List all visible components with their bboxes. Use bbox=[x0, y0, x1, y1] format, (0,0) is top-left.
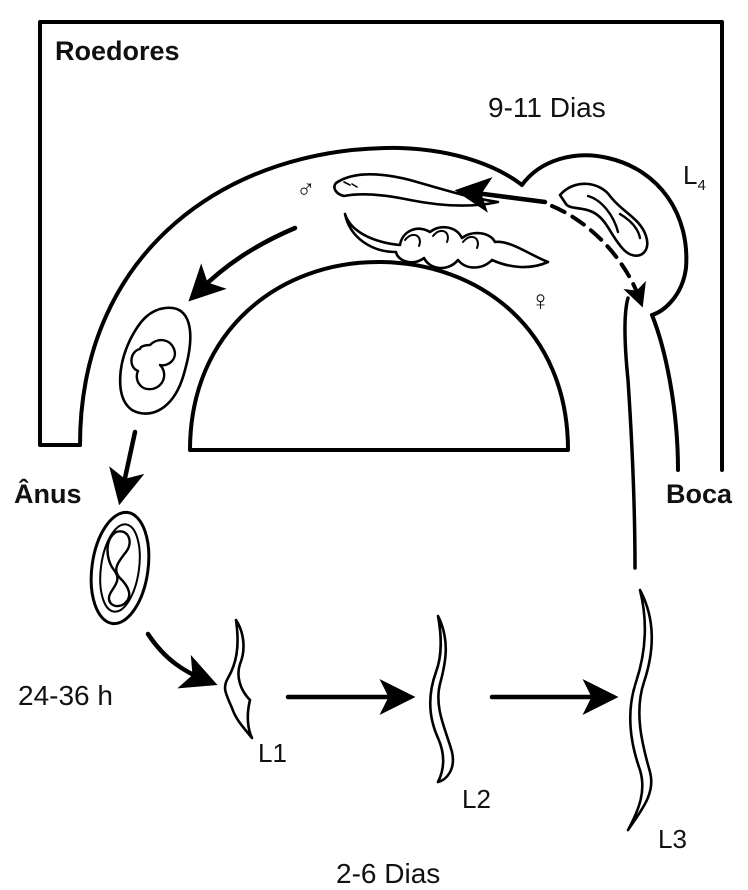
egg-in-intestine bbox=[120, 308, 190, 414]
intestine-inner-wall bbox=[190, 262, 568, 450]
adult-time-label: 9-11 Dias bbox=[488, 92, 606, 123]
mouth-label: Boca bbox=[666, 479, 733, 509]
anus-label: Ânus bbox=[14, 478, 82, 509]
male-worm bbox=[334, 174, 498, 205]
l2-larva bbox=[430, 616, 453, 782]
arrow-adult-to-egg bbox=[198, 228, 295, 292]
adult-worms bbox=[334, 174, 548, 268]
l2-label: L2 bbox=[462, 784, 491, 814]
arrow-to-anus bbox=[122, 432, 135, 492]
larvated-egg bbox=[84, 509, 155, 628]
l1-larva bbox=[225, 620, 252, 738]
l4-subscript: 4 bbox=[697, 177, 705, 194]
arrow-egg-to-l1 bbox=[148, 634, 205, 680]
l1-label: L1 bbox=[258, 738, 287, 768]
male-symbol: ♂ bbox=[296, 174, 316, 204]
egg-time-label: 24-36 h bbox=[18, 680, 113, 711]
l4-letter: L bbox=[683, 160, 697, 190]
l3-larva bbox=[628, 590, 652, 830]
arrow-l3-to-mouth bbox=[625, 298, 635, 568]
l4-larva bbox=[560, 184, 647, 256]
larva-time-label: 2-6 Dias bbox=[336, 858, 440, 889]
female-symbol: ♀ bbox=[530, 285, 551, 316]
host-label: Roedores bbox=[55, 36, 180, 66]
l3-label: L3 bbox=[658, 824, 687, 854]
l4-stage-label: L4 bbox=[683, 160, 706, 194]
